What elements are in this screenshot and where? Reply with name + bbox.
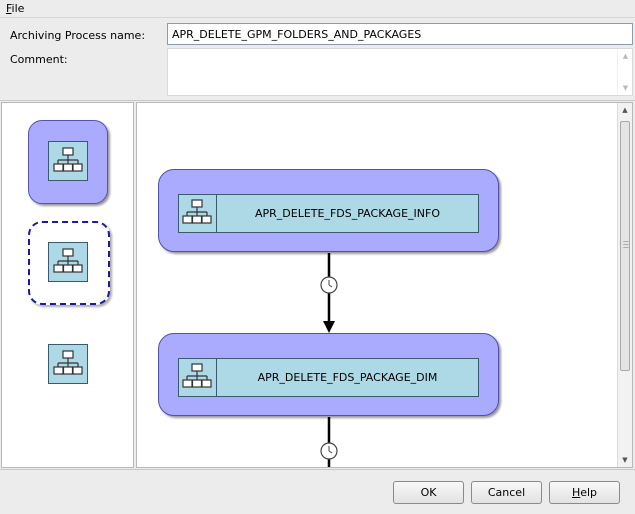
shape-palette xyxy=(1,102,134,468)
menu-file-mnemonic: F xyxy=(6,2,12,15)
process-node-2-body: APR_DELETE_FDS_PACKAGE_DIM xyxy=(178,358,479,397)
palette-process-node[interactable] xyxy=(28,120,108,204)
menu-bar: File xyxy=(0,0,635,18)
palette-selection-node[interactable] xyxy=(28,221,110,305)
process-node-1-label: APR_DELETE_FDS_PACKAGE_INFO xyxy=(255,207,440,220)
scroll-down-icon[interactable]: ▼ xyxy=(622,84,629,92)
hierarchy-icon xyxy=(48,242,88,282)
hierarchy-icon xyxy=(179,195,217,232)
process-node-2[interactable]: APR_DELETE_FDS_PACKAGE_DIM xyxy=(158,333,499,416)
dialog-button-bar: OK Cancel Help xyxy=(0,469,635,514)
ok-button-label: OK xyxy=(420,486,437,499)
scroll-up-icon[interactable]: ▲ xyxy=(622,106,628,114)
palette-plain-node[interactable] xyxy=(48,344,90,386)
process-node-1-body: APR_DELETE_FDS_PACKAGE_INFO xyxy=(178,194,479,233)
scrollbar-thumb[interactable]: ——— xyxy=(620,121,630,371)
menu-file[interactable]: File xyxy=(6,2,24,15)
cancel-button[interactable]: Cancel xyxy=(471,481,542,504)
process-name-input[interactable] xyxy=(167,23,633,45)
cancel-button-label: Cancel xyxy=(487,486,526,499)
hierarchy-icon xyxy=(48,141,88,181)
connector-2[interactable] xyxy=(317,417,341,468)
help-button-label: elp xyxy=(580,486,598,499)
hierarchy-icon xyxy=(48,344,88,384)
help-button[interactable]: Help xyxy=(549,481,620,504)
process-name-label: Archiving Process name: xyxy=(10,29,146,42)
comment-scrollbar[interactable]: ▲ ▼ xyxy=(617,49,632,95)
process-node-1[interactable]: APR_DELETE_FDS_PACKAGE_INFO xyxy=(158,169,499,252)
scroll-up-icon[interactable]: ▲ xyxy=(622,52,629,60)
ok-button[interactable]: OK xyxy=(393,481,464,504)
menu-file-label: ile xyxy=(11,2,25,15)
grip-icon: ——— xyxy=(623,238,629,251)
scroll-down-icon[interactable]: ▼ xyxy=(622,456,628,464)
comment-textarea[interactable]: ▲ ▼ xyxy=(167,48,633,96)
form-divider xyxy=(0,100,635,101)
process-canvas[interactable]: APR_DELETE_FDS_PACKAGE_INFO APR_DELETE_F… xyxy=(136,102,633,468)
comment-label: Comment: xyxy=(10,53,68,66)
clock-icon xyxy=(320,276,338,294)
canvas-vertical-scrollbar[interactable]: ▲ ——— ▼ xyxy=(617,103,632,467)
process-node-2-label: APR_DELETE_FDS_PACKAGE_DIM xyxy=(257,371,438,384)
connector-1[interactable] xyxy=(317,253,341,335)
clock-icon xyxy=(320,442,338,460)
help-button-mnemonic: H xyxy=(571,486,581,499)
hierarchy-icon xyxy=(179,359,217,396)
